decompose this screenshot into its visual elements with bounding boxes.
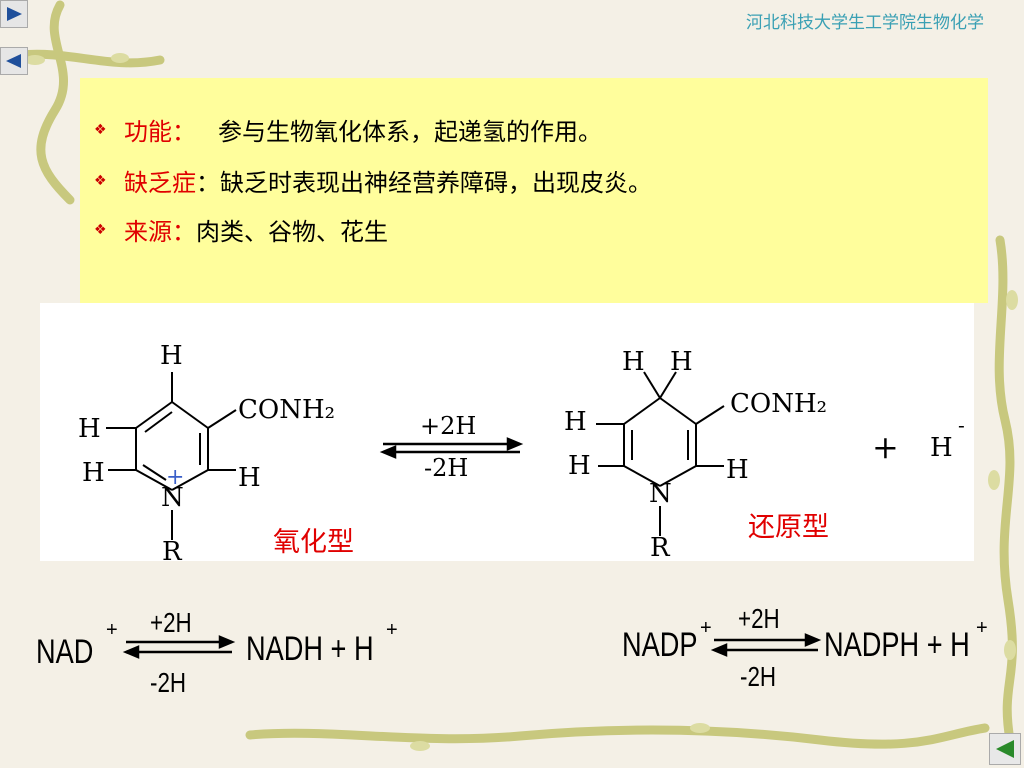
info-box — [80, 78, 988, 303]
oxidized-structure — [106, 372, 237, 540]
atom-h: H — [726, 455, 749, 485]
info-text: 参与生物氧化体系，起递氢的作用。 — [218, 118, 602, 146]
atom-h: H — [564, 407, 587, 437]
nadp-left: NADP — [622, 625, 698, 664]
next-slide-button[interactable] — [0, 0, 28, 28]
hydride-charge: - — [958, 413, 965, 437]
atom-h: H — [82, 458, 105, 488]
forward-condition: +2H — [420, 412, 476, 440]
info-item-source: ❖ 来源： 肉类、谷物、花生 — [94, 212, 388, 247]
atom-r: R — [162, 537, 183, 567]
nad-reverse: -2H — [150, 668, 186, 699]
atom-h: H — [160, 341, 183, 371]
header-title: 河北科技大学生工学院生物化学 — [746, 13, 984, 33]
atom-h: H — [78, 414, 101, 444]
atom-n: N — [161, 483, 184, 513]
diamond-bullet-icon: ❖ — [94, 121, 107, 138]
triangle-left-icon — [996, 740, 1014, 758]
reduced-structure — [596, 371, 725, 536]
structure-panel — [40, 303, 974, 561]
diamond-bullet-icon: ❖ — [94, 172, 107, 189]
info-label: 来源： — [124, 218, 196, 246]
charge-plus: + — [166, 465, 184, 490]
nad-forward: +2H — [150, 608, 192, 639]
triangle-right-icon — [7, 7, 22, 21]
back-slide-button[interactable] — [989, 733, 1021, 765]
info-label: 缺乏症 — [124, 169, 196, 197]
atom-h: H — [622, 347, 645, 377]
nadp-right-sup: + — [976, 617, 988, 639]
info-label: 功能： — [124, 118, 196, 146]
nad-left: NAD — [36, 632, 93, 671]
info-text: ：缺乏时表现出神经营养障碍，出现皮炎。 — [196, 169, 652, 197]
diamond-bullet-icon: ❖ — [94, 221, 107, 238]
plus-sign: + — [872, 428, 899, 466]
info-item-deficiency: ❖ 缺乏症 ：缺乏时表现出神经营养障碍，出现皮炎。 — [94, 163, 652, 198]
info-item-function: ❖ 功能： 参与生物氧化体系，起递氢的作用。 — [94, 112, 602, 147]
nadp-forward: +2H — [738, 604, 780, 635]
nad-right: NADH + H — [246, 629, 374, 668]
oxidized-form-label: 氧化型 — [273, 527, 354, 558]
nadp-right: NADPH + H — [824, 625, 970, 664]
group-conh2: CONH₂ — [730, 389, 827, 419]
reduced-form-label: 还原型 — [748, 512, 829, 543]
atom-h: H — [670, 347, 693, 377]
nadp-reverse: -2H — [740, 662, 776, 693]
info-text: 肉类、谷物、花生 — [196, 218, 388, 246]
hydride-h: H — [930, 433, 953, 463]
nad-right-sup: + — [386, 619, 398, 641]
atom-h: H — [568, 451, 591, 481]
group-conh2: CONH₂ — [238, 395, 335, 425]
nadp-left-sup: + — [700, 617, 712, 639]
triangle-left-icon — [6, 54, 21, 68]
atom-n: N — [649, 479, 672, 509]
atom-h: H — [238, 463, 261, 493]
atom-r: R — [650, 533, 671, 563]
reverse-condition: -2H — [424, 454, 468, 482]
previous-slide-button[interactable] — [0, 47, 28, 75]
nad-left-sup: + — [106, 619, 118, 641]
